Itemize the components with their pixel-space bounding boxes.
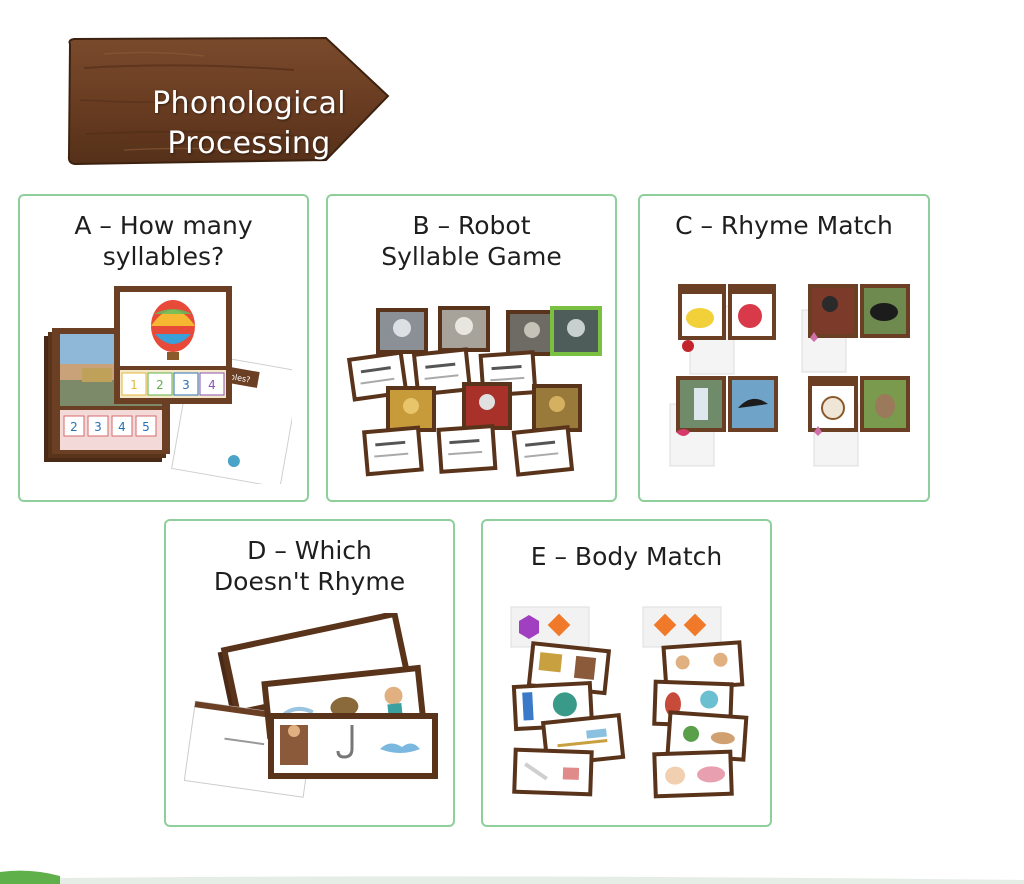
card-title-line1: E – Body Match <box>530 542 723 571</box>
wood-sign-icon <box>67 36 390 166</box>
body-match-illustration <box>510 606 749 799</box>
card-title: B – Robot Syllable Game <box>328 210 615 272</box>
page-title-line1: Phonological <box>152 86 346 121</box>
page-title: Phonological Processing <box>134 84 364 164</box>
svg-text:3: 3 <box>182 378 190 392</box>
activity-card-e[interactable]: E – Body Match <box>481 519 772 827</box>
card-title: A – How many syllables? <box>20 210 307 272</box>
card-title-line1: B – Robot <box>412 211 531 240</box>
which-doesnt-rhyme-illustration <box>184 613 438 798</box>
activity-card-c[interactable]: C – Rhyme Match <box>638 194 930 502</box>
svg-text:4: 4 <box>118 420 126 434</box>
activity-card-a[interactable]: A – How many syllables? 2 3 4 5 ny Sylla… <box>18 194 309 502</box>
card-title: C – Rhyme Match <box>640 210 928 241</box>
svg-text:4: 4 <box>208 378 216 392</box>
card-title-line2: Syllable Game <box>381 242 562 271</box>
svg-text:3: 3 <box>94 420 102 434</box>
svg-text:5: 5 <box>142 420 150 434</box>
card-title-line1: D – Which <box>247 536 372 565</box>
activity-card-d[interactable]: D – Which Doesn't Rhyme <box>164 519 455 827</box>
card-title-line2: syllables? <box>102 242 225 271</box>
activity-card-b[interactable]: B – Robot Syllable Game <box>326 194 617 502</box>
rhyme-cards-illustration <box>669 284 910 467</box>
card-title-line1: C – Rhyme Match <box>675 211 893 240</box>
syllable-cards-illustration: 2 3 4 5 ny Syllables? 1 2 3 4 <box>44 286 292 484</box>
svg-text:1: 1 <box>130 378 138 392</box>
bottom-number: 2 <box>70 420 78 434</box>
card-title: E – Body Match <box>483 541 770 572</box>
card-title: D – Which Doesn't Rhyme <box>166 535 453 597</box>
robot-cards-illustration <box>346 306 602 477</box>
wooden-sign-header: Phonological Processing <box>64 34 392 168</box>
grass-strip <box>0 870 1024 884</box>
svg-text:2: 2 <box>156 378 164 392</box>
card-title-line1: A – How many <box>74 211 253 240</box>
page-title-line2: Processing <box>167 126 331 161</box>
card-title-line2: Doesn't Rhyme <box>213 567 406 596</box>
